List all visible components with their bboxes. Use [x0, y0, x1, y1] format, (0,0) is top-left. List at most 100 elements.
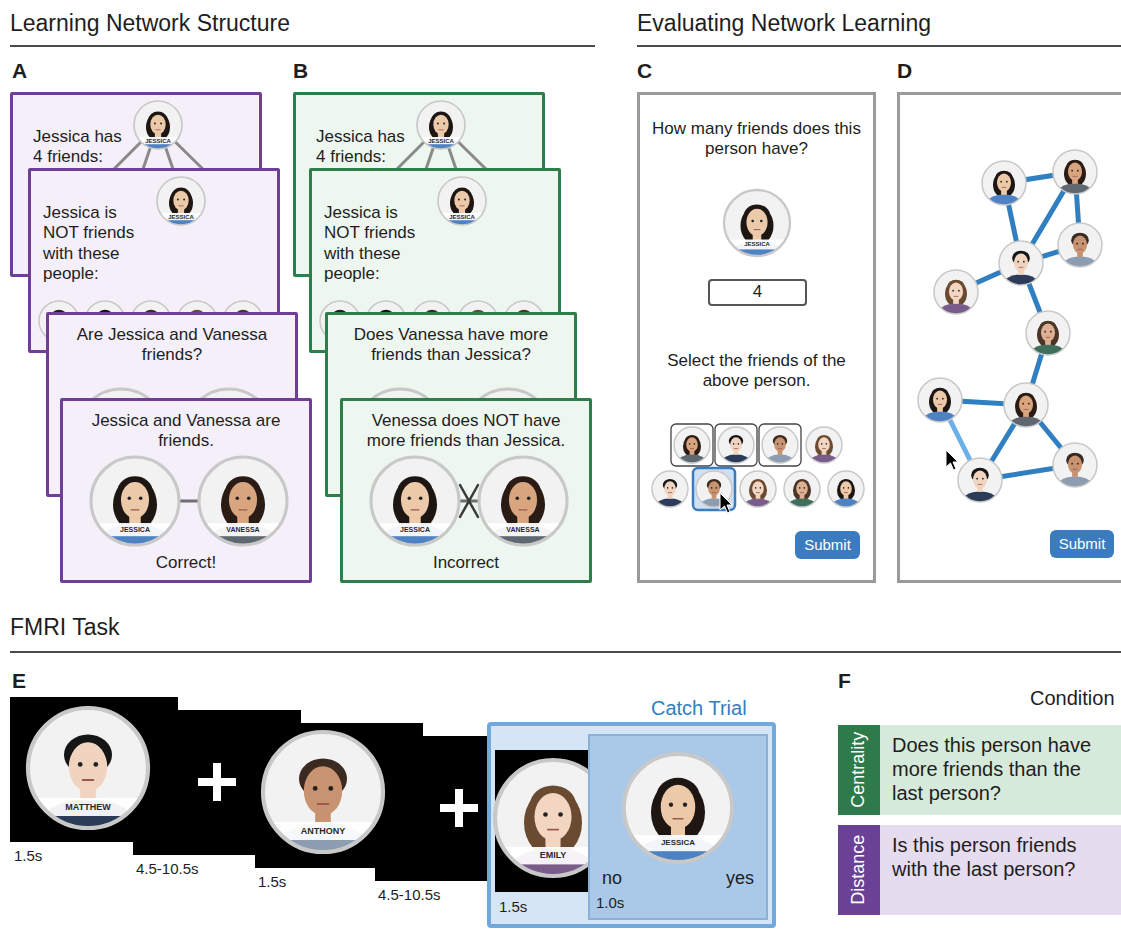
- long-hair: [749, 480, 767, 502]
- node-text: no: [602, 868, 622, 888]
- photo-ground: [371, 457, 459, 545]
- text-slot: Jessica is NOT friends with these people…: [324, 203, 432, 285]
- photo-ground: [134, 101, 182, 149]
- label-slot: C: [637, 58, 652, 83]
- portrait-photo: [784, 471, 820, 516]
- response-screen: no yes 1.0s JESSICA: [588, 734, 768, 920]
- duration-label: 1.5s: [258, 873, 286, 890]
- label-slot: 4.5-10.5s: [136, 860, 199, 878]
- portrait-photo: [263, 732, 383, 883]
- duration-label: 1.5s: [499, 898, 527, 915]
- eye: [558, 812, 563, 817]
- mouth: [460, 205, 464, 206]
- eye: [1077, 463, 1079, 465]
- head: [509, 482, 537, 518]
- head: [173, 191, 188, 211]
- friend-link: [179, 500, 199, 503]
- text-slot: Jessica has 4 friends:: [33, 127, 129, 168]
- photo-ground: [28, 708, 148, 828]
- eye: [1022, 403, 1024, 405]
- eye: [1006, 181, 1008, 183]
- head: [1014, 254, 1028, 272]
- label-slot: B: [293, 58, 308, 83]
- label-slot: 1.5s: [499, 898, 527, 916]
- text-slot: JESSICA: [438, 214, 486, 220]
- node-text: Jessica has 4 friends:: [316, 127, 405, 166]
- portrait-ring: [134, 101, 182, 149]
- person-name: JESSICA: [120, 526, 150, 533]
- person-name: JESSICA: [400, 526, 430, 533]
- eye: [247, 497, 251, 501]
- person-name: ANTHONY: [301, 826, 346, 836]
- mouth: [1019, 267, 1023, 268]
- mouth: [734, 448, 737, 449]
- duration-label: 4.5-10.5s: [378, 886, 441, 903]
- mouth: [844, 492, 847, 493]
- text-slot: VANESSA: [199, 526, 287, 533]
- eye: [843, 487, 845, 489]
- person-name: VANESSA: [226, 526, 259, 533]
- portrait-ring: [828, 471, 864, 507]
- portrait-photo: [1004, 383, 1048, 438]
- head: [664, 481, 676, 496]
- label-slot: 1.5s: [258, 873, 286, 891]
- long-hair: [1064, 161, 1086, 187]
- long-hair: [1015, 394, 1037, 420]
- head: [1041, 324, 1055, 342]
- photo-ground: [724, 190, 790, 256]
- eye: [672, 487, 674, 489]
- head: [973, 471, 987, 489]
- text-slot: Incorrect: [351, 553, 581, 573]
- photo-ground: [417, 101, 465, 149]
- label-slot: A: [12, 58, 27, 83]
- eye: [1000, 181, 1002, 183]
- head: [774, 437, 786, 452]
- portrait-photo: [696, 471, 732, 516]
- portrait-ring: [674, 427, 710, 463]
- node-text: Venessa does NOT have more friends than …: [367, 411, 565, 450]
- eye: [689, 443, 691, 445]
- portrait-ring: [724, 190, 790, 256]
- mouth: [519, 509, 527, 510]
- face-portrait: MATTHEW: [28, 708, 148, 828]
- text-slot: no: [602, 868, 622, 890]
- portrait-ring: [934, 270, 978, 314]
- panel-letter: D: [897, 59, 912, 82]
- long-hair: [793, 480, 811, 502]
- portrait-photo: [740, 471, 776, 516]
- head: [534, 793, 571, 841]
- eye: [458, 199, 460, 201]
- label-slot: D: [897, 58, 912, 83]
- person-name: EMILY: [540, 850, 567, 860]
- head: [304, 766, 342, 815]
- eye: [139, 497, 143, 501]
- portrait-photo: [91, 457, 179, 568]
- mouth: [1078, 249, 1082, 250]
- head: [1068, 456, 1082, 474]
- eye: [952, 290, 954, 292]
- mouth: [756, 492, 759, 493]
- text-slot: Are Jessica and Vanessa friends?: [57, 325, 287, 366]
- portrait-photo: [762, 427, 798, 472]
- panel-letter: A: [12, 59, 27, 82]
- text-slot: yes: [726, 868, 754, 890]
- person-name: JESSICA: [744, 241, 770, 247]
- eye: [669, 803, 673, 807]
- portrait-ring: [371, 457, 459, 545]
- eye: [1071, 170, 1073, 172]
- long-hair: [945, 281, 967, 307]
- mouth: [800, 492, 803, 493]
- text-slot: JESSICA: [624, 839, 732, 847]
- portrait-ring: [199, 457, 287, 545]
- node-text: 1.0s: [596, 894, 624, 911]
- eye: [1023, 261, 1025, 263]
- label-slot: 4.5-10.5s: [378, 886, 441, 904]
- eye: [711, 487, 713, 489]
- mouth: [978, 484, 982, 485]
- cross-mark: [460, 485, 478, 517]
- portrait-ring: [479, 457, 567, 545]
- text-slot: Correct!: [71, 553, 301, 573]
- section-title: Evaluating Network Learning: [637, 10, 931, 36]
- portrait-photo: [999, 241, 1043, 296]
